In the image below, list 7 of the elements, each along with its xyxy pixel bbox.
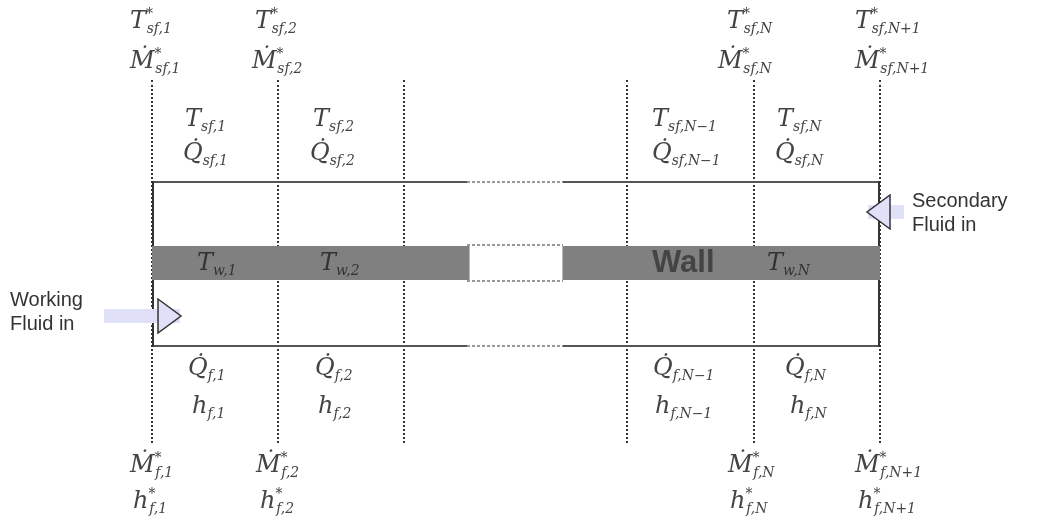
inlet-label: Working Fluid in <box>10 287 100 337</box>
wall-label: Wall <box>652 245 715 279</box>
block-arrow <box>866 194 904 230</box>
wall-band <box>152 246 880 280</box>
channel-box <box>152 181 880 347</box>
block-arrow <box>104 298 182 334</box>
inlet-label: Secondary Fluid in <box>912 188 1022 238</box>
